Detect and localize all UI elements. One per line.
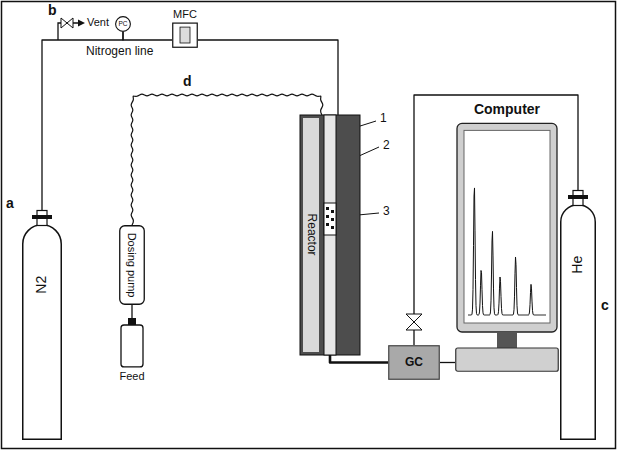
computer-outline <box>455 102 559 372</box>
pipe-line <box>42 32 123 210</box>
cylinder-body <box>561 205 596 440</box>
computer: Computer <box>455 102 559 372</box>
node-text: GC <box>405 356 423 369</box>
node-text: He <box>570 256 585 274</box>
node-text: PC <box>118 20 127 27</box>
controller-box <box>173 23 198 47</box>
part-letter: a <box>6 196 14 211</box>
pipe-line <box>440 362 455 363</box>
helium-valve <box>406 314 422 322</box>
bottle-cap <box>128 318 136 325</box>
helium-valve <box>406 322 422 330</box>
leader-line <box>359 147 379 156</box>
dosing-pump: Dosing pump <box>119 225 145 305</box>
reactor: Reactor <box>300 115 360 355</box>
bottle-body <box>121 325 143 367</box>
cylinder-handle <box>32 215 52 219</box>
vent-valve <box>61 18 67 28</box>
node-text: Computer <box>474 102 540 117</box>
callout-number: 3 <box>383 205 390 218</box>
gauge-circle <box>116 17 131 32</box>
vent-arrowhead <box>78 20 85 27</box>
gas-cylinder-outline <box>22 210 62 440</box>
reactor-shell <box>300 115 360 355</box>
mass-flow-controller: MFC <box>172 8 198 48</box>
gas-cylinder: N2 <box>22 210 62 440</box>
part-letter: b <box>48 3 57 18</box>
controller-window <box>180 27 190 43</box>
part-letter: c <box>601 298 609 313</box>
node-text: N2 <box>34 276 49 294</box>
gas-cylinder: He <box>560 190 596 440</box>
monitor-frame <box>457 123 557 332</box>
line-label: Nitrogen line <box>86 45 153 58</box>
pressure-gauge: PC <box>115 16 131 32</box>
node-text: Reactor <box>304 214 317 256</box>
cylinder-handle <box>568 195 588 199</box>
catalyst-particle <box>331 210 334 213</box>
gc-box <box>389 346 440 380</box>
node-text: MFC <box>173 8 197 20</box>
wavy-feed-line <box>131 94 323 225</box>
catalyst-particle <box>326 223 329 226</box>
node-text: Feed <box>119 370 144 382</box>
pipe-line <box>123 32 172 40</box>
vent-valve <box>67 18 73 28</box>
feed-bottle: Feed <box>116 318 148 382</box>
catalyst-bed <box>324 203 336 235</box>
pipe-line <box>131 305 132 318</box>
cylinder-body <box>23 225 62 439</box>
catalyst-particle <box>331 218 334 221</box>
line-letter: d <box>182 74 193 89</box>
gas-cylinder-outline <box>560 190 596 440</box>
catalyst-particle <box>326 207 329 210</box>
reactor-band <box>303 118 319 352</box>
node-text: Dosing pump <box>126 233 138 298</box>
gas-chromatograph: GC <box>388 345 440 380</box>
pipe-line <box>330 355 388 363</box>
chromatogram <box>468 188 546 315</box>
pump-body <box>120 226 145 305</box>
pipe-line <box>198 40 338 115</box>
monitor-stand <box>497 332 517 348</box>
reactor-tube <box>324 115 336 355</box>
vent-label: Vent <box>87 16 109 28</box>
catalyst-particle <box>326 215 329 218</box>
pipe-line <box>414 95 578 345</box>
keyboard-base <box>456 348 559 371</box>
callout-number: 2 <box>383 139 390 152</box>
catalyst-particle <box>331 226 334 229</box>
monitor-screen <box>464 130 550 323</box>
callout-number: 1 <box>380 112 387 125</box>
